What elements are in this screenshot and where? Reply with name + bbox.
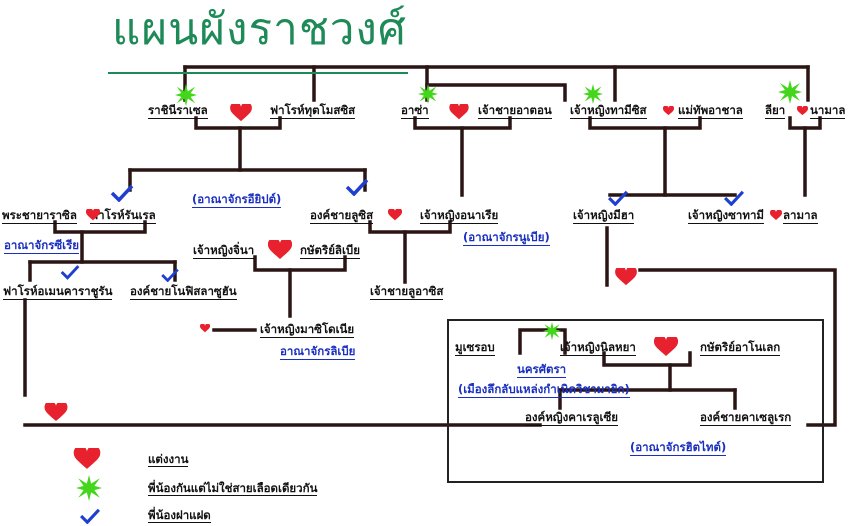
person-pharaoh-amen: ฟาโรห์อเมนคาราชูรัน (3, 284, 113, 300)
person-rachini-rasel: ราชินีราเซล (148, 103, 208, 119)
person-princess-tami: เจ้าหญิงซาทามี (688, 208, 765, 224)
person-chaochai-atom: เจ้าชายอาตอน (478, 103, 552, 119)
person-king-libya: กษัตริย์ลิเบีย (300, 243, 360, 259)
kingdom-nubia: (อาณาจักรนูเบีย) (463, 230, 550, 246)
heart-icon (388, 209, 402, 221)
heart-icon (449, 104, 469, 120)
kingdom-libya: อาณาจักรลิเบีย (280, 344, 356, 360)
heart-icon (86, 209, 100, 221)
person-museo: มูเซรอบ (455, 340, 495, 356)
green-star-icon (778, 80, 802, 104)
person-princess-anaria: เจ้าหญิงอนาเรีย (420, 208, 499, 224)
person-lamal: ลามาล (783, 208, 818, 224)
person-pharaoh-ruen: ฟาโรห์รันเรล (90, 208, 156, 224)
heart-icon (663, 106, 674, 116)
heart-icon (230, 104, 252, 122)
person-chaochai-lu: เจ้าชายลูอาซิส (370, 284, 444, 300)
person-princess-jinna: เจ้าหญิงจิ่นา (193, 243, 255, 259)
person-asia: อาซ่า (401, 103, 429, 119)
legend-check-icon (80, 508, 101, 524)
person-king-anolek: กษัตริย์อาโนเลก (700, 340, 781, 356)
person-namal: นามาล (810, 103, 846, 119)
title-underline (108, 72, 408, 74)
heart-icon (615, 268, 637, 286)
kingdom-egypt: (อาณาจักรอียิปต์) (192, 192, 282, 208)
heart-icon (200, 324, 210, 333)
legend-label-twins: พี่น้องฝาแฝด (148, 508, 211, 523)
green-star-icon (418, 84, 438, 104)
page-title: แผนผังราชวงศ์ (112, 4, 407, 55)
person-consort-rasil: พระชายาราซิล (2, 208, 77, 224)
person-princess-nilaya: เจ้าหญิงนิลหยา (560, 340, 636, 356)
person-general-achan: แม่ทัพอาชาล (678, 103, 743, 119)
kingdom-secret-city: (เมืองลึกลับแหล่งกำเนิดวิชามายิก) (458, 382, 630, 398)
kingdom-nakorn: นครศัตรา (517, 362, 567, 378)
heart-icon (770, 210, 782, 220)
check-icon (608, 190, 629, 206)
heart-icon (653, 337, 679, 356)
legend-heart-icon (73, 448, 101, 469)
check-icon (161, 268, 179, 282)
heart-icon (268, 240, 292, 259)
person-princess-ramises: เจ้าหญิงทามีซิส (570, 103, 647, 119)
person-pharaoh-tut: ฟาโรห์ทุตโมสซิส (270, 103, 356, 119)
legend-label-marriage: แต่งงาน (148, 452, 189, 467)
check-icon (345, 178, 369, 196)
check-icon (724, 190, 745, 206)
green-star-icon (175, 84, 197, 106)
person-prince-kaleric: องค์ชายคาเซลูเรก (700, 410, 792, 426)
hittite-region-box (447, 319, 824, 483)
person-princess-mia: เจ้าหญิงมีฮา (573, 208, 635, 224)
green-star-icon (543, 322, 561, 340)
person-princess-kaleria: องค์หญิงคาเรลูเซีย (525, 410, 618, 426)
heart-icon (797, 106, 808, 116)
person-princess-masi: เจ้าหญิงมาซิโดเนีย (260, 322, 355, 338)
person-liya: ลียา (765, 103, 786, 119)
kingdom-hittite: (อาณาจักรฮิตไทต์) (630, 440, 727, 456)
person-prince-lusis: องค์ชายลูซิส (310, 208, 374, 224)
green-star-icon (583, 84, 603, 104)
check-icon (60, 265, 80, 280)
kingdom-sieria: อาณาจักรซีเรีย (4, 238, 80, 254)
legend-green-star-icon (76, 475, 102, 501)
check-icon (110, 184, 134, 202)
heart-icon (44, 403, 68, 422)
person-prince-nophis: องค์ชายโนฟิสลาซูฮัน (130, 284, 237, 300)
legend-label-step-sibling: พี่น้องกันแต่ไม่ใช่สายเลือดเดียวกัน (148, 481, 318, 496)
